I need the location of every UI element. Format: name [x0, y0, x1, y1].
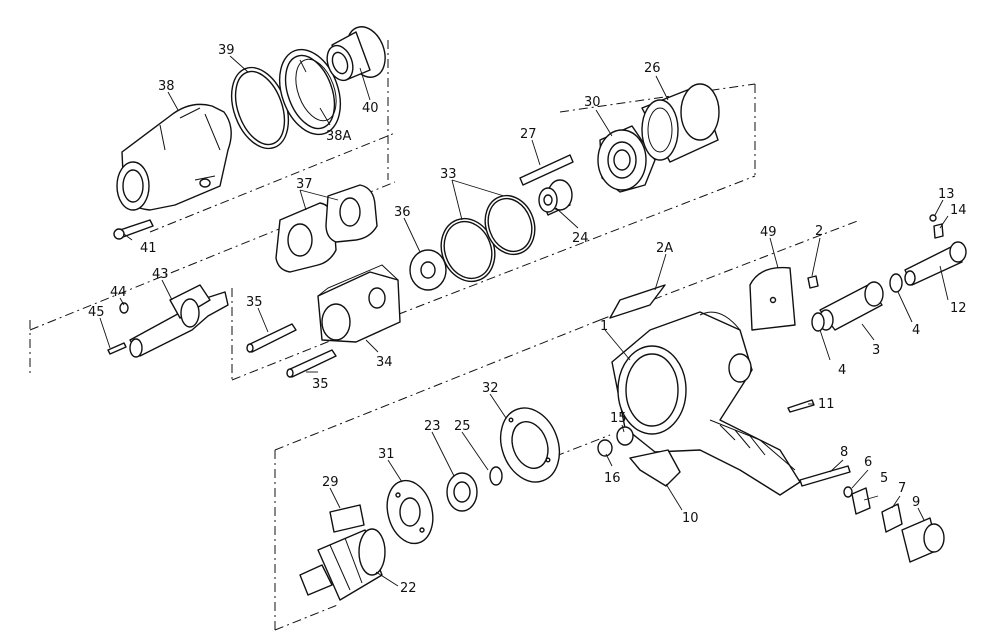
part-36-washer — [409, 249, 447, 291]
callout-27: 27 — [520, 127, 537, 142]
callout-29: 29 — [322, 475, 339, 490]
part-3-valve — [818, 281, 884, 331]
part-1-main-housing — [611, 311, 801, 496]
part-27-pin — [519, 154, 574, 186]
callout-23: 23 — [424, 419, 441, 434]
callout-4a: 4 — [838, 363, 846, 378]
part-31-end-plate — [386, 479, 434, 545]
part-39-o-ring — [230, 66, 290, 150]
callout-34: 34 — [376, 355, 393, 370]
callout-16: 16 — [604, 471, 621, 486]
part-8-rod — [799, 465, 851, 487]
callout-1: 1 — [600, 319, 608, 334]
callout-41: 41 — [140, 241, 157, 256]
part-5-6-7-fittings — [843, 486, 903, 533]
callout-labels: 38 39 38A 40 41 37 43 44 45 35 35 34 36 … — [88, 43, 967, 596]
callout-24: 24 — [572, 231, 589, 246]
part-38-front-housing — [116, 103, 232, 211]
callout-35b: 35 — [312, 377, 329, 392]
callout-14: 14 — [950, 203, 967, 218]
callout-15: 15 — [610, 411, 627, 426]
callout-49: 49 — [760, 225, 777, 240]
part-24-bearing — [538, 179, 573, 216]
callout-45: 45 — [88, 305, 105, 320]
part-10-lever — [629, 449, 681, 487]
part-40-bushing — [326, 26, 386, 82]
callout-44: 44 — [110, 285, 127, 300]
callout-5: 5 — [880, 471, 888, 486]
part-23-bearing — [446, 472, 478, 512]
callout-11: 11 — [818, 397, 835, 412]
part-30-rear-plate — [597, 125, 656, 193]
callout-32: 32 — [482, 381, 499, 396]
callout-39: 39 — [218, 43, 235, 58]
axis-lower — [274, 219, 861, 631]
part-29-vane — [329, 504, 365, 533]
callout-35a: 35 — [246, 295, 263, 310]
assembly-axes — [29, 40, 861, 631]
callout-3: 3 — [872, 343, 880, 358]
part-32-gasket — [499, 407, 561, 483]
callout-40: 40 — [362, 101, 379, 116]
callout-9: 9 — [912, 495, 920, 510]
callout-25: 25 — [454, 419, 471, 434]
callout-10: 10 — [682, 511, 699, 526]
part-41-screw — [113, 219, 154, 240]
callout-31: 31 — [378, 447, 395, 462]
part-15-16-fittings — [597, 426, 634, 457]
callout-43: 43 — [152, 267, 169, 282]
part-43-anvil — [129, 284, 229, 358]
callout-13: 13 — [938, 187, 955, 202]
part-2-screw — [807, 275, 819, 289]
part-22-rotor — [299, 528, 386, 601]
part-49-cover — [749, 266, 796, 331]
callout-7: 7 — [898, 481, 906, 496]
callout-38: 38 — [158, 79, 175, 94]
axis-upper — [29, 40, 756, 381]
callout-22: 22 — [400, 581, 417, 596]
callout-36: 36 — [394, 205, 411, 220]
callout-37: 37 — [296, 177, 313, 192]
callout-38a: 38A — [326, 129, 352, 144]
callout-26: 26 — [644, 61, 661, 76]
part-26-cylinder — [641, 83, 720, 163]
callout-6: 6 — [864, 455, 872, 470]
callout-4b: 4 — [912, 323, 920, 338]
part-2a-nameplate — [609, 284, 666, 319]
part-35-pins — [246, 323, 337, 378]
part-25-snap-ring — [489, 466, 503, 486]
part-12-valve-stem — [904, 241, 967, 286]
callout-30: 30 — [584, 95, 601, 110]
part-11-pin — [787, 399, 815, 413]
part-37-hammers — [275, 184, 378, 273]
callout-33: 33 — [440, 167, 457, 182]
leader-lines — [99, 55, 949, 587]
part-33-rings — [440, 194, 536, 283]
callout-8: 8 — [840, 445, 848, 460]
callout-2: 2 — [815, 224, 823, 239]
part-38a-ring — [278, 48, 342, 136]
part-9-inlet — [901, 517, 945, 563]
part-4-o-rings — [811, 273, 903, 332]
callout-2a: 2A — [656, 241, 673, 256]
part-44-45-small — [107, 302, 129, 355]
callout-12: 12 — [950, 301, 967, 316]
part-34-hammer-cage — [317, 264, 401, 343]
